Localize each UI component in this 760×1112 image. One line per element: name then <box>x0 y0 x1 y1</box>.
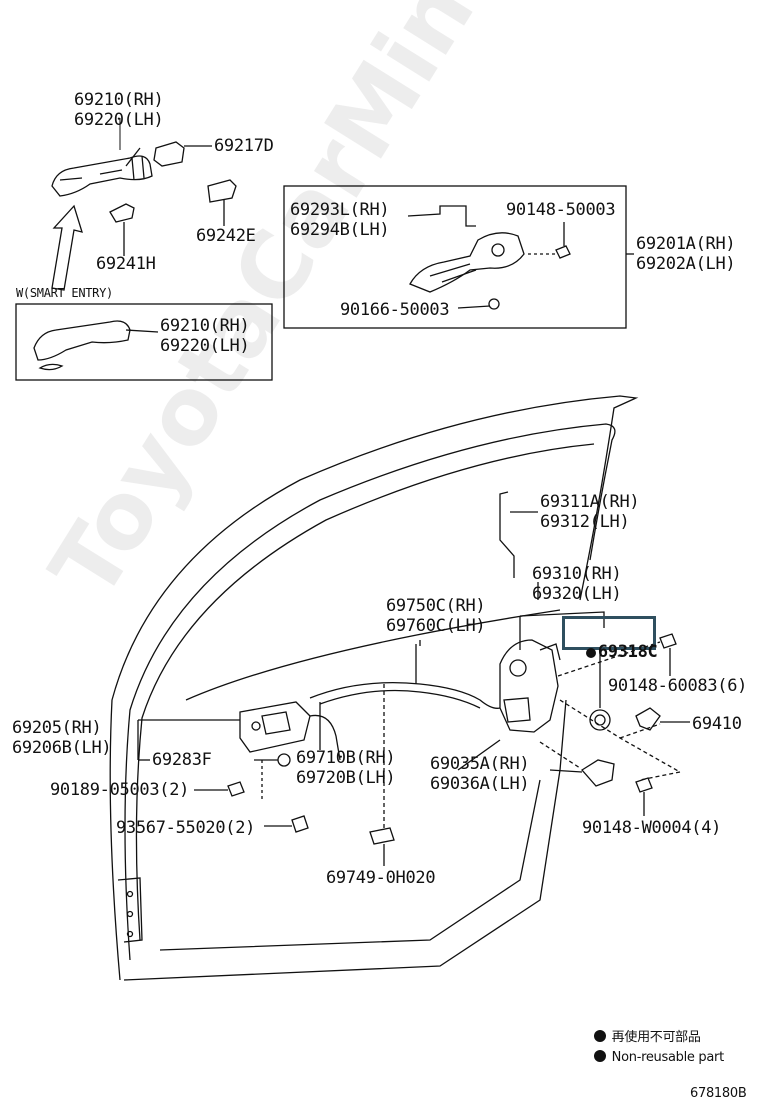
label-screw-w0004[interactable]: 90148-W0004(4) <box>582 818 722 838</box>
label-striker[interactable]: 69410 <box>692 714 742 734</box>
label-frame-assy-rh[interactable]: 69201A(RH) <box>636 234 736 254</box>
label-smart-entry: W(SMART ENTRY) <box>16 286 113 300</box>
frame-drawing <box>409 232 525 293</box>
label-clamp[interactable]: 69749-0H020 <box>326 868 436 888</box>
label-seal[interactable]: 69318C <box>566 622 658 662</box>
reference-number: 678180B <box>690 1086 747 1101</box>
label-handle-lh[interactable]: 69220(LH) <box>74 110 164 130</box>
label-cover[interactable]: 69217D <box>214 136 274 156</box>
smart-entry-box <box>15 303 273 381</box>
label-rod-rh[interactable]: 69311A(RH) <box>540 492 640 512</box>
cap-drawing <box>277 753 291 767</box>
rod-drawing <box>499 491 515 578</box>
label-frame-rh[interactable]: 69293L(RH) <box>290 200 390 220</box>
non-reusable-marker <box>585 648 596 658</box>
label-cap[interactable]: 69283F <box>152 750 212 770</box>
seal-drawing <box>589 709 611 731</box>
label-connector-rh[interactable]: 69035A(RH) <box>430 754 530 774</box>
label-screw-50003[interactable]: 90148-50003 <box>506 200 616 220</box>
connector-drawing <box>581 759 615 787</box>
label-screw-05003[interactable]: 90189-05003(2) <box>50 780 190 800</box>
label-screw-55020[interactable]: 93567-55020(2) <box>116 818 256 838</box>
label-rod-lh[interactable]: 69312(LH) <box>540 512 630 532</box>
legend-en-text: Non-reusable part <box>611 1050 725 1065</box>
legend-jp: 再使用不可部品 <box>586 1014 701 1046</box>
label-connector-lh[interactable]: 69036A(LH) <box>430 774 530 794</box>
label-cable-lh[interactable]: 69760C(LH) <box>386 616 486 636</box>
label-lock-rh[interactable]: 69310(RH) <box>532 564 622 584</box>
door-outline <box>109 395 639 981</box>
pad-242e-drawing <box>207 179 237 203</box>
label-smart-handle-lh[interactable]: 69220(LH) <box>160 336 250 356</box>
legend-dot-icon <box>593 1050 606 1062</box>
frame-box <box>283 185 627 329</box>
legend-jp-text: 再使用不可部品 <box>611 1030 701 1045</box>
inner-handle-drawing <box>239 701 311 753</box>
clamp-drawing <box>369 827 395 845</box>
cable-drawing <box>309 682 501 709</box>
label-pad-241h[interactable]: 69241H <box>96 254 156 274</box>
label-seal-text: 69318C <box>597 642 658 662</box>
seal-highlight-box <box>562 616 656 650</box>
striker-drawing <box>635 707 661 731</box>
label-inner-handle-lh[interactable]: 69206B(LH) <box>12 738 112 758</box>
pad-241h-drawing <box>109 203 135 223</box>
label-inner-cable-rh[interactable]: 69710B(RH) <box>296 748 396 768</box>
cover-drawing <box>153 141 185 167</box>
outer-handle-drawing <box>51 155 153 197</box>
label-smart-handle-rh[interactable]: 69210(RH) <box>160 316 250 336</box>
label-screw-60083[interactable]: 90148-60083(6) <box>608 676 748 696</box>
label-lock-lh[interactable]: 69320(LH) <box>532 584 622 604</box>
label-screw-90166[interactable]: 90166-50003 <box>340 300 450 320</box>
legend-dot-icon <box>593 1030 606 1042</box>
label-frame-assy-lh[interactable]: 69202A(LH) <box>636 254 736 274</box>
label-pad-242e[interactable]: 69242E <box>196 226 256 246</box>
legend-en: Non-reusable part <box>586 1034 724 1066</box>
label-inner-cable-lh[interactable]: 69720B(LH) <box>296 768 396 788</box>
door-lock-drawing <box>519 611 605 650</box>
label-cable-rh[interactable]: 69750C(RH) <box>386 596 486 616</box>
label-frame-lh[interactable]: 69294B(LH) <box>290 220 390 240</box>
arrow-drawing <box>51 204 83 291</box>
label-inner-handle-rh[interactable]: 69205(RH) <box>12 718 102 738</box>
label-handle-rh[interactable]: 69210(RH) <box>74 90 164 110</box>
